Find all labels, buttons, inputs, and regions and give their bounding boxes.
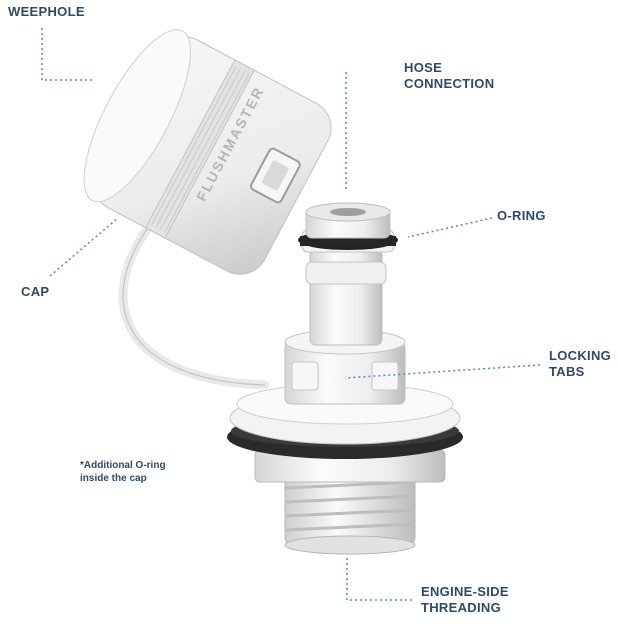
label-engine-side-threading-line1: ENGINE-SIDE bbox=[421, 584, 509, 599]
nozzle-top bbox=[305, 202, 391, 239]
label-hose-connection-line2: CONNECTION bbox=[404, 76, 495, 91]
label-locking-tabs: LOCKING TABS bbox=[549, 348, 611, 380]
label-locking-tabs-line2: TABS bbox=[549, 364, 585, 379]
label-engine-side-threading-line2: THREADING bbox=[421, 600, 501, 615]
label-weephole: WEEPHOLE bbox=[8, 4, 85, 19]
label-engine-side-threading: ENGINE-SIDE THREADING bbox=[421, 584, 509, 616]
engine-side-threading-part bbox=[284, 474, 416, 555]
leader-lines bbox=[41, 28, 541, 601]
label-cap: CAP bbox=[21, 284, 50, 299]
label-locking-tabs-line1: LOCKING bbox=[549, 348, 612, 363]
label-hose-connection: HOSE CONNECTION bbox=[404, 60, 494, 92]
note-line2: inside the cap bbox=[80, 473, 147, 484]
leader-weephole bbox=[41, 28, 95, 81]
cap-part: FLUSHMASTER bbox=[83, 29, 332, 275]
label-o-ring: O-RING bbox=[497, 208, 546, 223]
note-line1: *Additional O-ring bbox=[80, 460, 166, 471]
leader-cap bbox=[49, 217, 119, 277]
leader-engine-side-threading bbox=[346, 558, 415, 601]
additional-o-ring-note: *Additional O-ring inside the cap bbox=[80, 459, 166, 485]
label-hose-connection-line1: HOSE bbox=[404, 60, 443, 75]
leader-o-ring bbox=[407, 217, 493, 238]
